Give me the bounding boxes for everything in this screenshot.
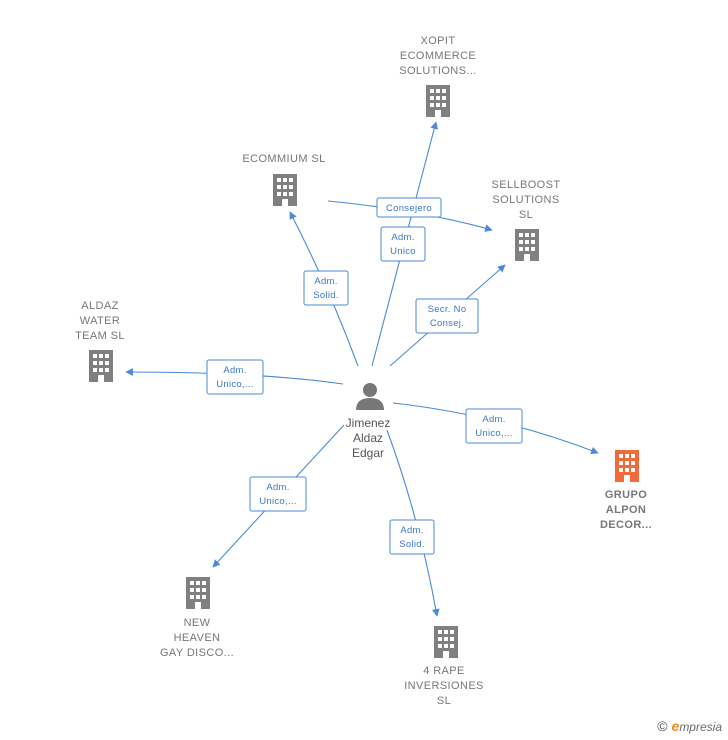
node-label-line: SOLUTIONS — [492, 194, 559, 206]
person-icon — [356, 383, 384, 410]
node-label-line: NEW — [184, 617, 211, 629]
node-label-line: GAY DISCO... — [160, 647, 234, 659]
company-node-new-heaven[interactable]: NEW HEAVEN GAY DISCO... — [160, 577, 234, 659]
building-icon — [273, 174, 297, 206]
node-label-line: SL — [437, 695, 451, 707]
edge-label-line: Adm. — [266, 482, 289, 493]
edge-label-line: Solid. — [313, 290, 339, 301]
brand-logo: empresia — [672, 718, 722, 734]
brand-initial: e — [671, 718, 680, 734]
node-label-line: ALPON — [606, 504, 647, 516]
empresia-watermark: © empresia — [657, 718, 722, 734]
edge-label-line: Solid. — [399, 539, 425, 550]
node-label-line: WATER — [80, 315, 121, 327]
edge-label[interactable]: Adm. Solid. — [389, 519, 435, 555]
building-icon — [615, 450, 639, 482]
edge-label-line: Unico,... — [216, 379, 254, 390]
edge-label-line: Adm. — [314, 276, 337, 287]
node-label-line: SELLBOOST — [491, 179, 560, 191]
node-label-line: SOLUTIONS... — [399, 65, 477, 77]
center-node[interactable]: Jimenez Aldaz Edgar — [346, 383, 391, 460]
node-label-line: GRUPO — [605, 489, 647, 501]
edge-label-line: Adm. — [391, 232, 414, 243]
edge-label-line: Secr. No — [428, 304, 467, 315]
edge-label-line: Adm. — [400, 525, 423, 536]
company-node-sellboost[interactable]: SELLBOOST SOLUTIONS SL — [491, 179, 560, 261]
node-label-line: INVERSIONES — [404, 680, 484, 692]
node-label-line: SL — [519, 209, 533, 221]
edge-label[interactable]: Consejero — [376, 197, 442, 218]
company-node-aldaz[interactable]: ALDAZ WATER TEAM SL — [75, 300, 125, 382]
company-node-grupo-alpon[interactable]: GRUPO ALPON DECOR... — [600, 450, 652, 531]
node-label-line: DECOR... — [600, 519, 652, 531]
edge-label[interactable]: Secr. No Consej. — [415, 298, 479, 334]
node-label-line: HEAVEN — [174, 632, 221, 644]
center-label-line: Jimenez — [346, 416, 391, 430]
edge-label-line: Consejero — [386, 203, 432, 214]
node-label-line: XOPIT — [420, 35, 455, 47]
edge-label-line: Consej. — [430, 318, 464, 329]
edge-label[interactable]: Adm. Unico,... — [249, 476, 307, 512]
company-node-xopit[interactable]: XOPIT ECOMMERCE SOLUTIONS... — [399, 35, 477, 117]
node-label-line: ALDAZ — [81, 300, 118, 312]
company-node-4-rape[interactable]: 4 RAPE INVERSIONES SL — [404, 626, 484, 707]
edge-label[interactable]: Adm. Unico,... — [206, 359, 264, 395]
edge-label-line: Unico,... — [475, 428, 513, 439]
node-label-line: 4 RAPE — [423, 665, 465, 677]
edge-label[interactable]: Adm. Unico,... — [465, 408, 523, 444]
copyright-symbol: © — [657, 718, 668, 734]
node-label-line: ECOMMIUM SL — [242, 153, 325, 165]
edge-label[interactable]: Adm. Unico — [380, 226, 426, 262]
center-label-line: Edgar — [352, 446, 384, 460]
edge-label-line: Adm. — [223, 365, 246, 376]
edge-label[interactable]: Adm. Solid. — [303, 270, 349, 306]
edge-label-line: Adm. — [482, 414, 505, 425]
node-label-line: TEAM SL — [75, 330, 125, 342]
building-icon — [186, 577, 210, 609]
building-icon — [426, 85, 450, 117]
building-icon — [89, 350, 113, 382]
center-label-line: Aldaz — [353, 431, 383, 445]
building-icon — [434, 626, 458, 658]
edge-label-line: Unico — [390, 246, 416, 257]
company-node-ecommium[interactable]: ECOMMIUM SL — [242, 153, 325, 206]
building-icon — [515, 229, 539, 261]
brand-text: mpresia — [679, 720, 722, 734]
node-label-line: ECOMMERCE — [400, 50, 476, 62]
edge-label-line: Unico,... — [259, 496, 297, 507]
